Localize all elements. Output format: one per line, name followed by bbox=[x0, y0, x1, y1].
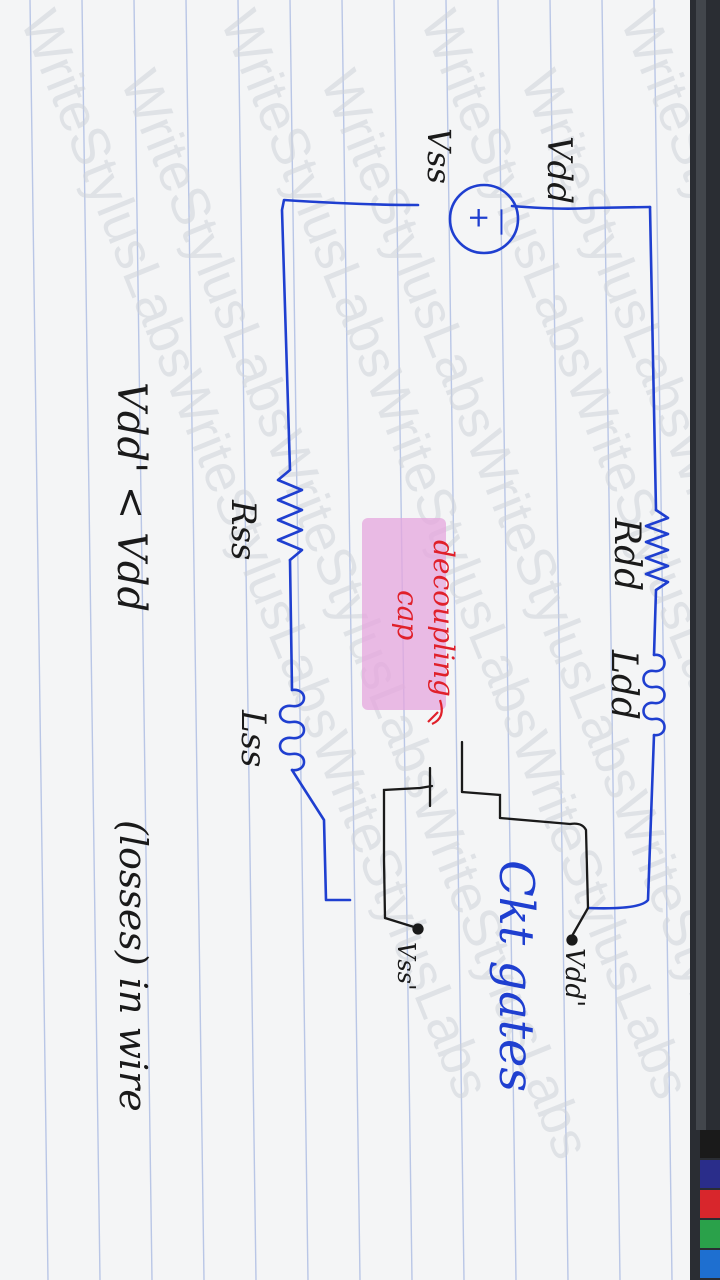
ruled-line bbox=[185, 0, 205, 1280]
cap-lead bbox=[460, 790, 502, 820]
block-top-wire bbox=[498, 816, 590, 910]
ruled-line bbox=[653, 0, 673, 1280]
label-ckt-gates: Ckt gates bbox=[488, 860, 544, 1092]
ruled-line bbox=[341, 0, 361, 1280]
label-vdd-prime: Vdd' bbox=[559, 948, 589, 1007]
palette-swatch[interactable] bbox=[700, 1160, 720, 1188]
label-rss: Rss bbox=[223, 499, 263, 561]
label-vss: Vss bbox=[420, 128, 458, 184]
ruled-line bbox=[601, 0, 621, 1280]
source-plus: + bbox=[463, 206, 496, 229]
vdd-wire-d bbox=[586, 733, 656, 910]
label-vss-prime: Vss' bbox=[392, 942, 420, 991]
cap-arrow bbox=[427, 699, 443, 726]
ruled-line bbox=[549, 0, 569, 1280]
rdd-resistor bbox=[644, 508, 670, 592]
voltage-source-circle bbox=[448, 183, 520, 255]
label-vdd: Vdd bbox=[539, 136, 579, 204]
ruled-line bbox=[289, 0, 309, 1280]
color-palette bbox=[700, 1130, 720, 1278]
vdd-wire-a bbox=[510, 204, 652, 210]
vdd-prime-lead bbox=[570, 906, 590, 938]
gates-block bbox=[382, 740, 590, 946]
ruled-line bbox=[133, 0, 153, 1280]
label-lss: Lss bbox=[233, 709, 273, 767]
label-cap: cap bbox=[391, 590, 424, 640]
rss-resistor bbox=[276, 468, 304, 562]
ruled-lines bbox=[29, 0, 673, 1280]
circuit-wires bbox=[276, 183, 670, 910]
vss-wire-c bbox=[290, 768, 352, 902]
label-relation: Vdd' < Vdd bbox=[108, 382, 154, 612]
vss-wire-b bbox=[288, 558, 294, 692]
label-losses: (losses) in wire bbox=[111, 820, 155, 1112]
ruled-line bbox=[81, 0, 101, 1280]
palette-swatch[interactable] bbox=[700, 1130, 720, 1158]
vss-wire-a bbox=[280, 198, 420, 472]
label-decoupling: decoupling bbox=[427, 540, 460, 697]
palette-swatch[interactable] bbox=[700, 1250, 720, 1278]
source-minus: — bbox=[487, 208, 520, 236]
highlight-box bbox=[362, 518, 446, 710]
block-bottom-wire bbox=[382, 784, 434, 920]
vdd-wire-b bbox=[648, 205, 658, 512]
label-rdd: Rdd bbox=[606, 517, 647, 591]
scroll-strip bbox=[696, 0, 706, 1130]
palette-swatch[interactable] bbox=[700, 1190, 720, 1218]
vss-prime-lead bbox=[383, 916, 416, 929]
ldd-inductor bbox=[642, 653, 666, 737]
label-ldd: Ldd bbox=[603, 649, 644, 720]
ruled-line bbox=[445, 0, 465, 1280]
vss-prime-node bbox=[412, 923, 424, 935]
ruled-line bbox=[237, 0, 257, 1280]
palette-swatch[interactable] bbox=[700, 1220, 720, 1248]
vdd-wire-c bbox=[652, 588, 658, 657]
lss-inductor bbox=[278, 688, 306, 772]
ruled-line bbox=[29, 0, 49, 1280]
ruled-line bbox=[497, 0, 517, 1280]
